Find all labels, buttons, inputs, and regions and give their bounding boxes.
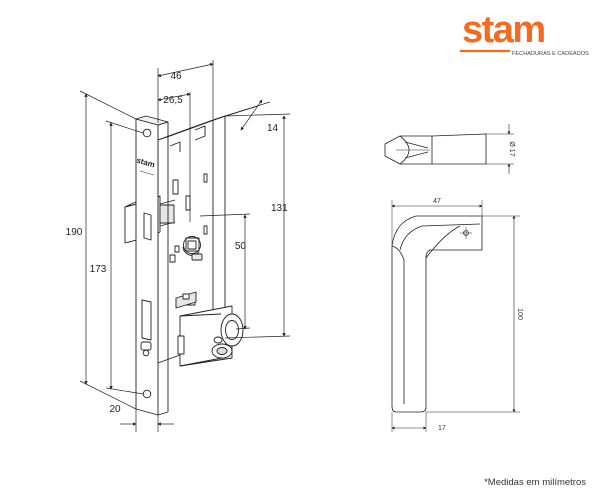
handle-front-view xyxy=(391,200,520,432)
dim-center-distance: 50 xyxy=(235,241,247,252)
follower-hub xyxy=(174,236,203,261)
stam-logo-icon: stam FECHADURAS E CADEADOS xyxy=(460,9,589,57)
handle-top-view xyxy=(384,124,514,174)
dim-handle-width: 47 xyxy=(433,198,441,205)
dim-depth: 14 xyxy=(267,123,279,134)
lock-dimension-lines xyxy=(79,60,291,432)
dim-body-height: 131 xyxy=(271,203,288,214)
dim-handle-height: 100 xyxy=(516,308,523,320)
dim-faceplate-width: 20 xyxy=(109,404,121,415)
measurement-footnote: *Medidas em milímetros xyxy=(484,477,586,488)
dim-faceplate-height: 190 xyxy=(66,227,83,238)
dim-handle-diameter: Ø 17 xyxy=(508,141,515,156)
dim-handle-thickness: 17 xyxy=(438,425,446,432)
dim-inner-height: 173 xyxy=(90,264,107,275)
dim-width-total: 46 xyxy=(170,71,182,82)
logo-wordmark: stam xyxy=(462,9,545,51)
mortise-lock-drawing: stam xyxy=(124,115,244,416)
dim-backset: 26,5 xyxy=(163,95,183,106)
brand-logo: stam FECHADURAS E CADEADOS xyxy=(458,8,593,60)
lock-cylinder xyxy=(177,305,244,367)
logo-tagline: FECHADURAS E CADEADOS xyxy=(512,51,589,57)
deadbolt-assembly xyxy=(175,291,197,309)
